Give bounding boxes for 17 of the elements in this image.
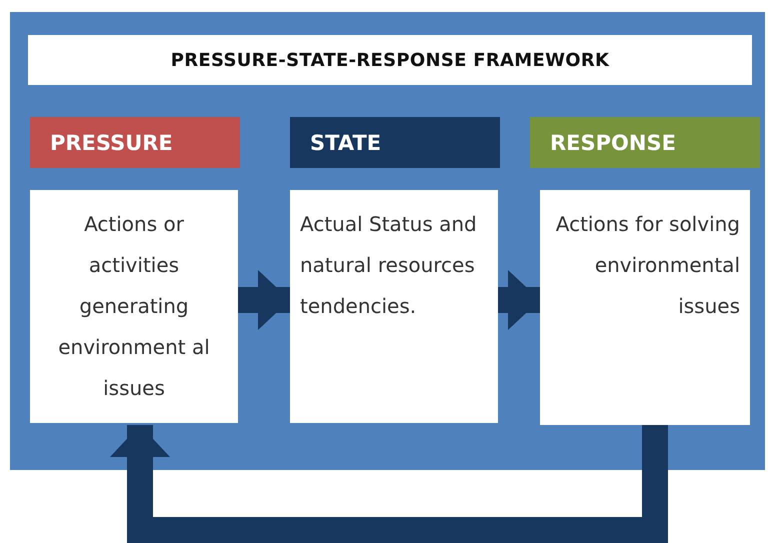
column-heading: PRESSURE xyxy=(50,130,173,154)
column-heading: RESPONSE xyxy=(550,130,676,154)
text-box xyxy=(540,190,750,425)
description-text: Actions or activities generating environment al issues xyxy=(58,212,210,400)
description-text: Actions for solving environmental issues xyxy=(556,212,740,318)
column-heading: STATE xyxy=(310,130,382,154)
framework-panel xyxy=(10,12,765,470)
arrow xyxy=(238,270,290,330)
diagram-title: PRESSURE-STATE-RESPONSE FRAMEWORK xyxy=(170,50,610,70)
description-text: Actual Status and natural resources tendencies. xyxy=(300,212,477,318)
text-box xyxy=(290,190,498,423)
heading-bar xyxy=(30,117,240,168)
text-box xyxy=(30,190,238,423)
arrow xyxy=(498,270,540,330)
heading-bar xyxy=(290,117,500,168)
arrow xyxy=(110,425,668,543)
heading-bar xyxy=(530,117,760,168)
